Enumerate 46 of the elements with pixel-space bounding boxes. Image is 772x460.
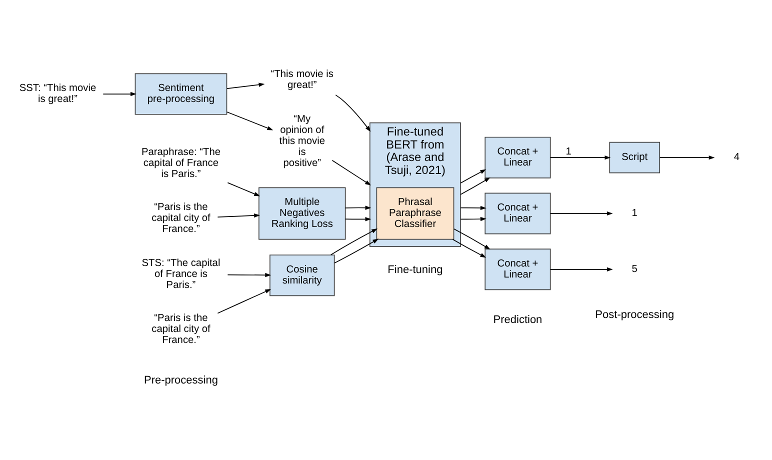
arrow <box>335 94 371 132</box>
node-box: Multiple Negatives Ranking Loss <box>258 187 346 240</box>
node-text: 1 <box>632 208 638 220</box>
arrow <box>345 206 372 210</box>
arrow <box>550 156 611 160</box>
node-text: SST: “This movie is great!” <box>19 83 96 106</box>
arrow <box>102 92 136 96</box>
arrow <box>550 267 613 272</box>
node-text: “This movie is great!” <box>270 68 334 91</box>
arrow <box>345 217 372 222</box>
node-box: Phrasal Paraphrase Classifier <box>376 187 454 240</box>
edge-label: 1 <box>566 146 572 158</box>
arrow <box>460 169 486 184</box>
arrow <box>659 156 715 160</box>
node-box: Concat + Linear <box>484 248 551 290</box>
node-box: Script <box>609 142 660 174</box>
node-box: Sentiment pre-processing <box>134 73 228 115</box>
node-box: Concat + Linear <box>484 192 551 234</box>
label: Fine-tuning <box>388 264 443 276</box>
arrow <box>452 238 486 258</box>
label: Pre-processing <box>144 374 218 386</box>
node-text: “Paris is the capital city of France.” <box>152 202 210 236</box>
arrow <box>460 206 486 210</box>
arrow <box>217 289 272 314</box>
arrow <box>330 228 378 256</box>
arrow <box>217 213 260 218</box>
node-text: “Paris is the capital city of France.” <box>152 313 210 346</box>
arrow <box>334 238 379 264</box>
arrow <box>227 182 260 196</box>
node-box: Concat + Linear <box>484 136 551 178</box>
arrow <box>226 112 274 130</box>
node-text: STS: “The capital of France is Paris.” <box>142 258 220 292</box>
node-text: “My opinion of this movie is positive” <box>279 114 325 170</box>
node-box: Cosine similarity <box>270 254 335 296</box>
arrow <box>460 216 486 222</box>
arrow <box>227 272 272 278</box>
label: Prediction <box>493 314 542 326</box>
arrow <box>453 228 490 250</box>
arrow <box>226 82 265 90</box>
node-text: Paraphrase: “The capital of France is Paris.” <box>141 147 221 180</box>
label: Post-processing <box>595 309 674 322</box>
node-text: 4 <box>734 152 740 164</box>
arrow <box>550 211 613 216</box>
node-text: 5 <box>632 264 638 276</box>
arrow <box>332 160 371 186</box>
arrow <box>460 177 490 195</box>
